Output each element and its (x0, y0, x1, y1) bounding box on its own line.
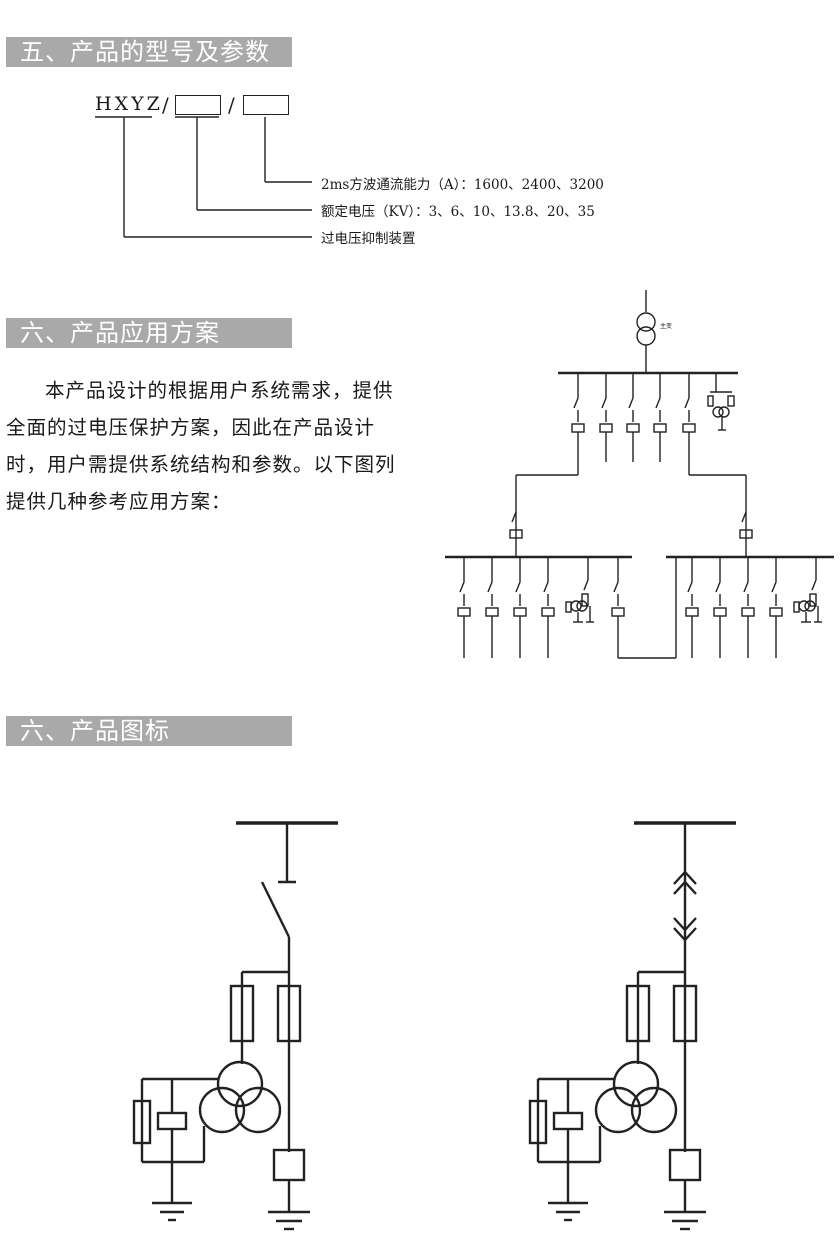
top-protection-device (707, 373, 735, 431)
section-header-model: 五、产品的型号及参数 (6, 37, 292, 67)
param-rated-voltage: 额定电压（KV）：3、6、10、13.8、20、35 (321, 204, 595, 220)
transformer-icon (636, 312, 656, 346)
section-title-model: 五、产品的型号及参数 (20, 38, 270, 66)
model-leader-lines (95, 116, 312, 238)
application-diagram: 主变 (445, 290, 834, 659)
switch-icon (260, 881, 291, 938)
param-current-capacity: 2ms方波通流能力（A）：1600、2400、3200 (321, 177, 604, 193)
section-title-icons: 六、产品图标 (20, 717, 170, 745)
transformer-icon (198, 1060, 282, 1134)
lower-right-feeders (685, 557, 822, 658)
model-code: HXYZ (95, 93, 163, 115)
section-title-application: 六、产品应用方案 (20, 319, 220, 347)
svg-text:主变: 主变 (660, 322, 672, 330)
top-feeders (571, 373, 735, 462)
lower-left-feeders (457, 557, 625, 658)
lower-right-protection-device (793, 557, 822, 623)
model-param-box-voltage (175, 95, 221, 115)
fuse-icon (229, 972, 255, 1064)
ground-icon (268, 1210, 310, 1231)
product-symbol-withdrawable (528, 821, 736, 1231)
ground-icon (664, 1210, 706, 1231)
product-symbol-switch (132, 821, 338, 1231)
model-slash-1: / (162, 93, 169, 117)
model-param-box-current (243, 95, 289, 115)
param-device-name: 过电压抑制装置 (321, 231, 416, 247)
arrester-icon (673, 870, 697, 942)
model-slash-2: / (228, 93, 235, 117)
application-paragraph: 本产品设计的根据用户系统需求，提供全面的过电压保护方案，因此在产品设计时，用户需… (6, 379, 396, 513)
lower-left-protection-device (565, 557, 594, 623)
transformer-icon (594, 1060, 678, 1134)
fuse-icon (625, 972, 651, 1064)
section-header-application: 六、产品应用方案 (6, 318, 292, 348)
ground-icon (548, 1201, 588, 1222)
section-header-icons: 六、产品图标 (6, 716, 292, 746)
ground-icon (152, 1201, 192, 1222)
